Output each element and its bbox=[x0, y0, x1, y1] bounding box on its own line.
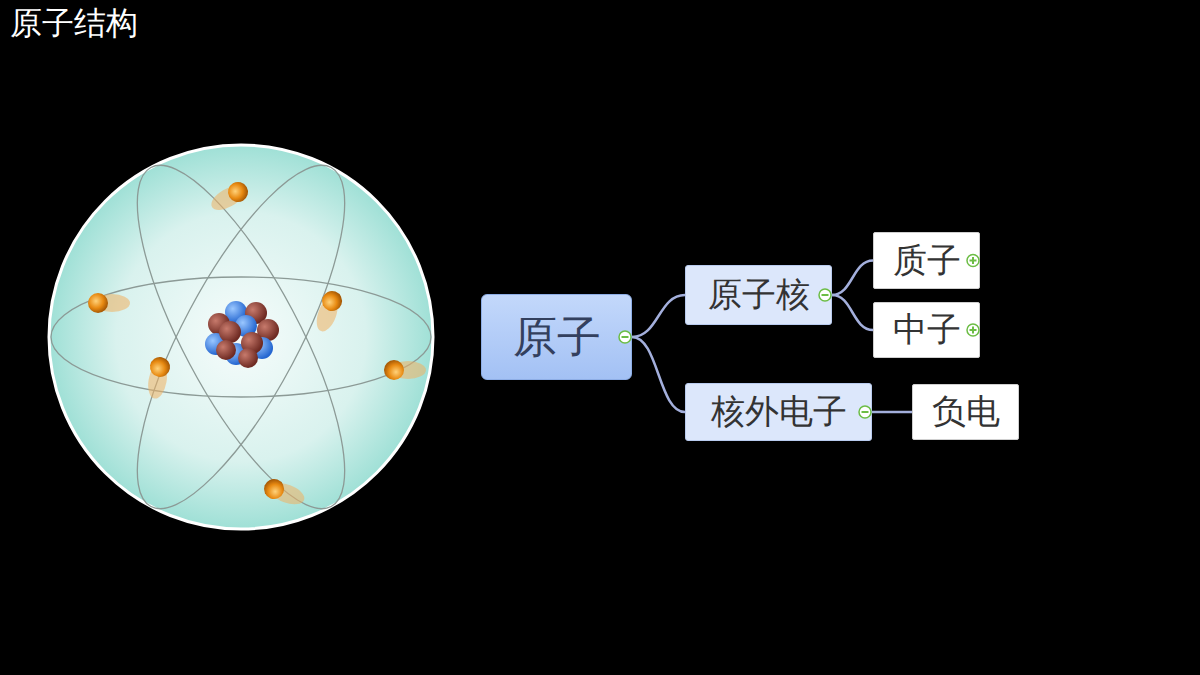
topic-label: 核外电子 bbox=[711, 393, 847, 430]
main-topic: 核外电子 bbox=[685, 383, 872, 441]
topic-label: 负电 bbox=[932, 393, 1000, 430]
nucleus bbox=[205, 301, 279, 368]
topic-label: 原子 bbox=[513, 313, 601, 361]
collapse-marker bbox=[619, 331, 631, 343]
slide-title: 原子结构 bbox=[10, 6, 138, 41]
root-topic: 原子 bbox=[481, 294, 632, 380]
branch-line bbox=[632, 337, 685, 412]
sub-topic: 质子 bbox=[873, 232, 980, 289]
sub-topic: 中子 bbox=[873, 302, 980, 358]
topic-label: 原子核 bbox=[708, 276, 810, 313]
atom-sphere bbox=[49, 145, 433, 529]
main-topic: 原子核 bbox=[685, 265, 832, 325]
topic-label: 质子 bbox=[893, 242, 961, 279]
expand-marker bbox=[967, 255, 979, 267]
topic-label: 中子 bbox=[893, 311, 961, 348]
branch-line bbox=[632, 295, 685, 337]
collapse-marker bbox=[819, 289, 831, 301]
electrons bbox=[88, 178, 426, 509]
sub-topic: 负电 bbox=[912, 384, 1019, 440]
expand-marker bbox=[967, 324, 979, 336]
electron-orbits bbox=[51, 140, 431, 534]
branch-line bbox=[832, 261, 873, 296]
branch-line bbox=[872, 411, 912, 414]
collapse-marker bbox=[859, 406, 871, 418]
branch-line bbox=[832, 295, 873, 330]
